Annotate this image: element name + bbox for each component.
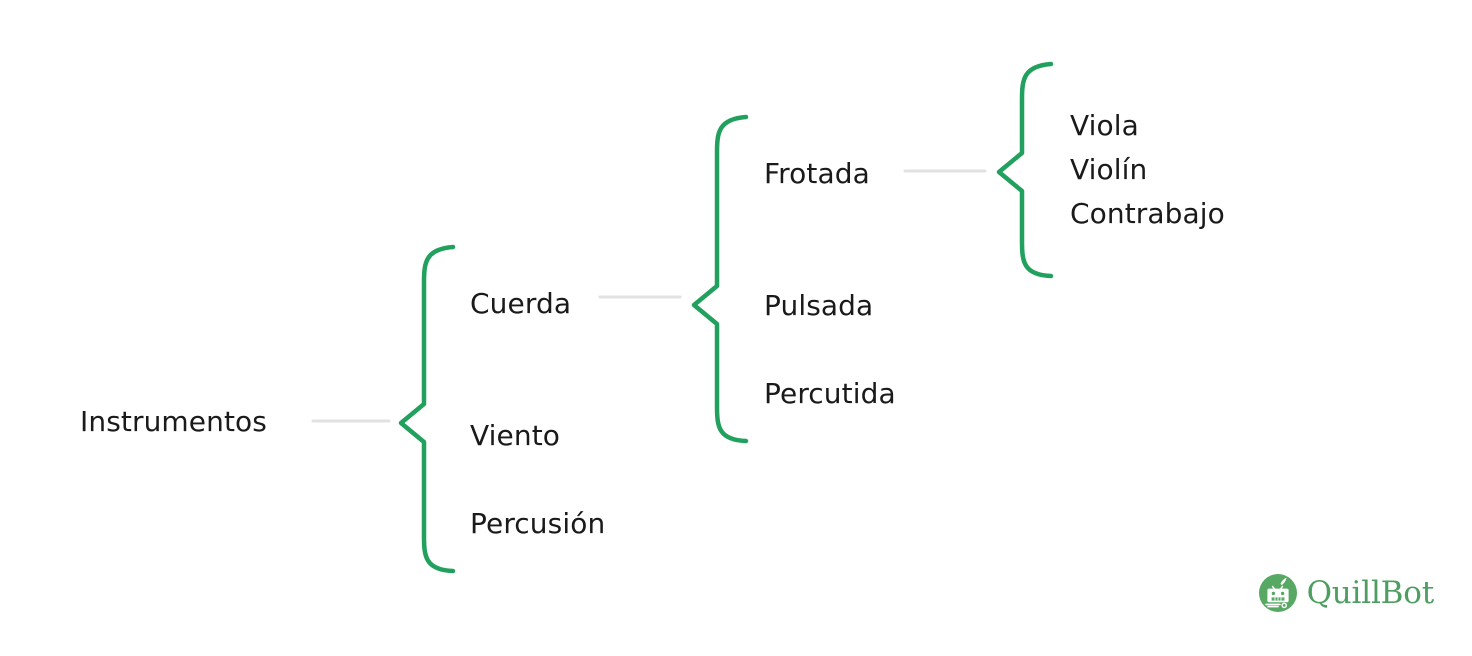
brace-instrumentos <box>398 244 456 574</box>
brace-frotada <box>996 61 1054 279</box>
brace-cuerda <box>691 114 749 444</box>
node-viola: Viola <box>1070 109 1139 142</box>
quillbot-watermark: QuillBot <box>1258 573 1434 613</box>
node-contrabajo: Contrabajo <box>1070 197 1225 230</box>
quillbot-wordmark: QuillBot <box>1306 574 1435 611</box>
node-percutida: Percutida <box>764 377 896 410</box>
node-frotada: Frotada <box>764 157 870 190</box>
node-viento: Viento <box>470 419 561 452</box>
node-cuerda: Cuerda <box>470 287 572 320</box>
leaf-group-frotada: Viola Violín Contrabajo <box>1070 104 1225 236</box>
node-pulsada: Pulsada <box>764 289 874 322</box>
node-percusion: Percusión <box>470 507 606 540</box>
quillbot-robot-icon <box>1258 574 1297 612</box>
node-instrumentos: Instrumentos <box>80 405 267 438</box>
node-violin: Violín <box>1070 153 1148 186</box>
